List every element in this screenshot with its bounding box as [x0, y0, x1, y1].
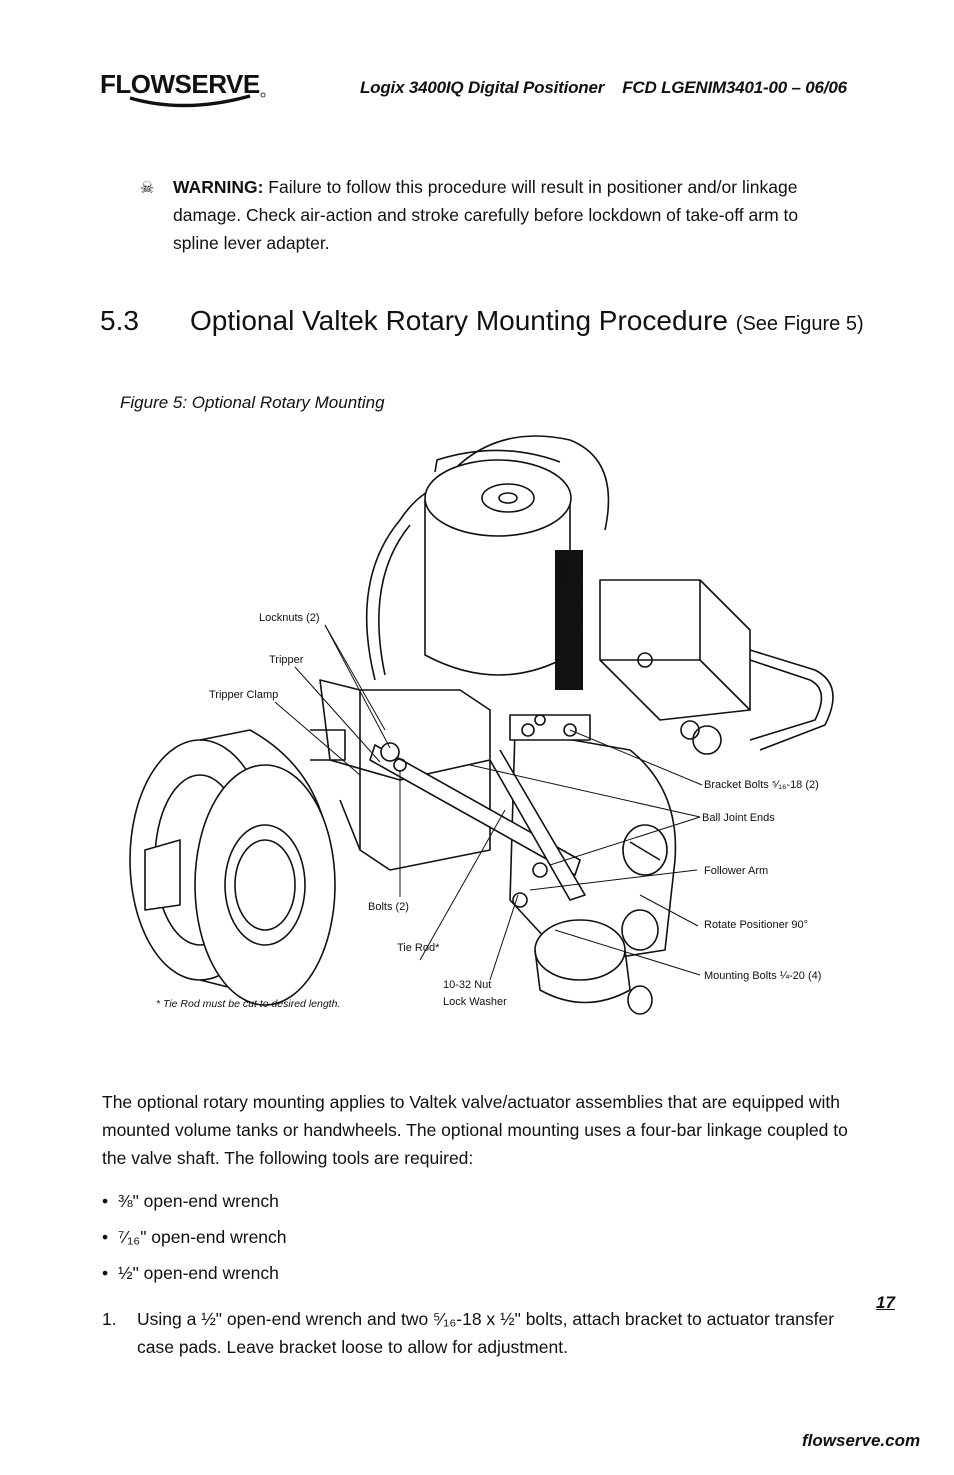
list-item: •½" open-end wrench [102, 1263, 279, 1283]
label-lock-washer: Lock Washer [443, 996, 507, 1008]
actuator-brand-flowserve: FLOWSERVE [563, 575, 580, 676]
intro-paragraph: The optional rotary mounting applies to … [102, 1092, 848, 1168]
step-number: 1. [102, 1309, 117, 1329]
tool-label: ½" open-end wrench [118, 1263, 279, 1283]
tools-list: •⅜" open-end wrench •⁷⁄₁₆" open-end wren… [102, 1187, 287, 1295]
label-tripper: Tripper [269, 654, 304, 666]
label-nut: 10-32 Nut [443, 979, 491, 991]
page-number: 17 [876, 1293, 895, 1312]
label-tie-rod: Tie Rod* [397, 942, 440, 954]
figure-caption: Figure 5: Optional Rotary Mounting [120, 393, 385, 412]
section-number: 5.3 [100, 305, 139, 336]
warning-block: ☠ WARNING: Failure to follow this proced… [140, 173, 830, 257]
label-locknuts: Locknuts (2) [259, 612, 320, 624]
tool-label: ⅜" open-end wrench [118, 1191, 279, 1211]
step-text: Using a ½" open-end wrench and two ⁵⁄₁₆-… [137, 1309, 835, 1357]
actuator-brand-valtek: Valtek [559, 558, 568, 582]
logo-text: FLOWSERVE [100, 69, 260, 99]
section-figure-ref: (See Figure 5) [735, 313, 864, 335]
label-rotate-positioner: Rotate Positioner 90° [704, 919, 808, 931]
warning-text: Failure to follow this procedure will re… [173, 177, 799, 253]
label-bracket-bolts: Bracket Bolts ⁵⁄₁₆-18 (2) [704, 779, 819, 791]
label-mounting-bolts: Mounting Bolts ¼-20 (4) [704, 970, 821, 982]
warning-label: WARNING: [173, 177, 264, 197]
figure-footnote: * Tie Rod must be cut to desired length. [156, 998, 340, 1010]
label-ball-joint-ends: Ball Joint Ends [702, 812, 775, 824]
label-tripper-clamp: Tripper Clamp [209, 689, 278, 701]
skull-warning-icon: ☠ [140, 180, 155, 197]
step-1: 1. Using a ½" open-end wrench and two ⁵⁄… [102, 1305, 862, 1361]
section-title: Optional Valtek Rotary Mounting Procedur… [190, 305, 864, 337]
list-item: •⁷⁄₁₆" open-end wrench [102, 1227, 287, 1247]
label-bolts: Bolts (2) [368, 901, 409, 913]
section-title-text: Optional Valtek Rotary Mounting Procedur… [190, 305, 736, 336]
rotary-mounting-figure: Valtek FLOWSERVE Locknuts (2) Tripper Tr… [100, 430, 860, 1060]
footer-url: flowserve.com [802, 1431, 921, 1450]
flowserve-logo: FLOWSERVE [100, 66, 270, 112]
list-item: •⅜" open-end wrench [102, 1191, 279, 1211]
tool-label: ⁷⁄₁₆" open-end wrench [118, 1227, 287, 1247]
label-follower-arm: Follower Arm [704, 865, 768, 877]
header-title: Logix 3400IQ Digital Positioner FCD LGEN… [360, 78, 847, 97]
